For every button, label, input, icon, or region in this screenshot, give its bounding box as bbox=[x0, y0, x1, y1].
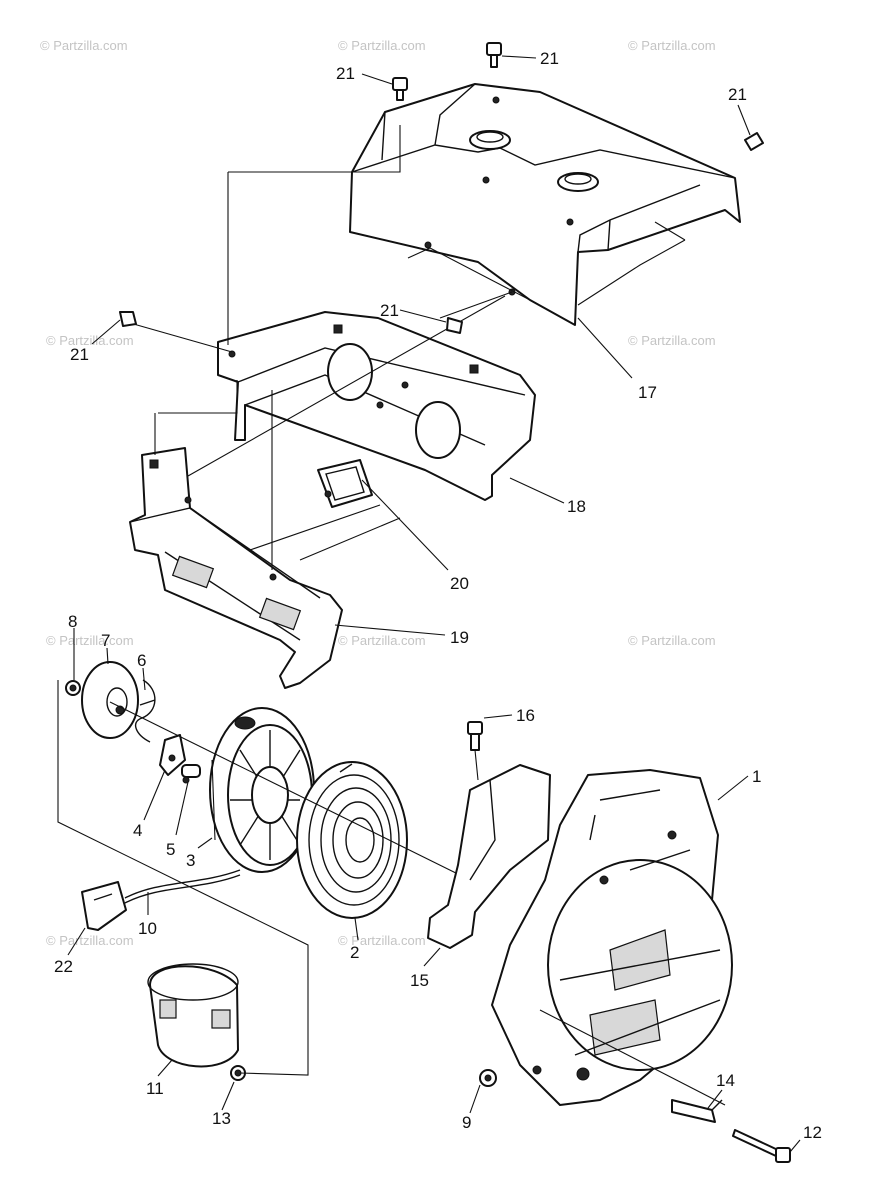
watermark: © Partzilla.com bbox=[338, 633, 426, 648]
watermark: © Partzilla.com bbox=[46, 633, 134, 648]
callout-15: 15 bbox=[410, 971, 429, 990]
callout-20: 20 bbox=[450, 574, 469, 593]
callout-12: 12 bbox=[803, 1123, 822, 1142]
part-3-reel bbox=[209, 707, 315, 873]
part-5-pin bbox=[181, 764, 201, 784]
part-2-recoil-spring bbox=[296, 761, 408, 919]
watermark: © Partzilla.com bbox=[46, 333, 134, 348]
callout-21: 21 bbox=[70, 345, 89, 364]
callout-1: 1 bbox=[752, 767, 761, 786]
callout-21: 21 bbox=[380, 301, 399, 320]
callout-21: 21 bbox=[336, 64, 355, 83]
part-19-lower-bracket bbox=[129, 447, 343, 689]
callout-22: 22 bbox=[54, 957, 73, 976]
fasteners-21 bbox=[119, 42, 764, 334]
leader-lines bbox=[67, 55, 801, 1153]
callout-6: 6 bbox=[137, 651, 146, 670]
callout-2: 2 bbox=[350, 943, 359, 962]
watermark: © Partzilla.com bbox=[628, 333, 716, 348]
callout-4: 4 bbox=[133, 821, 142, 840]
watermark: © Partzilla.com bbox=[628, 633, 716, 648]
callout-3: 3 bbox=[186, 851, 195, 870]
callout-10: 10 bbox=[138, 919, 157, 938]
callout-17: 17 bbox=[638, 383, 657, 402]
part-14-clip bbox=[671, 1099, 723, 1123]
part-9-nut bbox=[479, 1069, 497, 1087]
callout-16: 16 bbox=[516, 706, 535, 725]
part-22-rope-handle bbox=[81, 881, 127, 931]
callout-14: 14 bbox=[716, 1071, 735, 1090]
part-15-baffle bbox=[427, 764, 551, 949]
starter-axis-line bbox=[109, 701, 471, 881]
part-8-nut bbox=[65, 680, 81, 696]
part-13-screw bbox=[230, 1065, 246, 1081]
callout-8: 8 bbox=[68, 612, 77, 631]
callout-11: 11 bbox=[146, 1079, 164, 1098]
callout-13: 13 bbox=[212, 1109, 231, 1128]
watermark: © Partzilla.com bbox=[40, 38, 128, 53]
watermark: © Partzilla.com bbox=[338, 933, 426, 948]
watermark: © Partzilla.com bbox=[338, 38, 426, 53]
alignment-lines-lower bbox=[57, 680, 309, 1076]
part-20-gasket bbox=[317, 459, 373, 508]
callout-21: 21 bbox=[540, 49, 559, 68]
watermark: © Partzilla.com bbox=[46, 933, 134, 948]
part-17-upper-shroud bbox=[349, 83, 741, 326]
callout-18: 18 bbox=[567, 497, 586, 516]
callout-19: 19 bbox=[450, 628, 469, 647]
callout-7: 7 bbox=[101, 631, 110, 650]
watermark: © Partzilla.com bbox=[628, 38, 716, 53]
callout-5: 5 bbox=[166, 840, 175, 859]
callout-21: 21 bbox=[728, 85, 747, 104]
part-16-bolt bbox=[467, 721, 483, 781]
callouts: 21 21 21 21 21 17 18 20 19 8 7 6 16 1 4 … bbox=[54, 49, 822, 1142]
part-18-middle-bracket bbox=[217, 311, 536, 501]
part-10-starter-rope bbox=[124, 869, 241, 904]
callout-9: 9 bbox=[462, 1113, 471, 1132]
part-12-bolt bbox=[732, 1129, 791, 1163]
part-1-fan-housing bbox=[491, 769, 733, 1106]
part-11-starter-cup bbox=[147, 963, 239, 1068]
bolt-axis-line bbox=[539, 1009, 726, 1106]
part-7-pulley bbox=[81, 661, 139, 739]
